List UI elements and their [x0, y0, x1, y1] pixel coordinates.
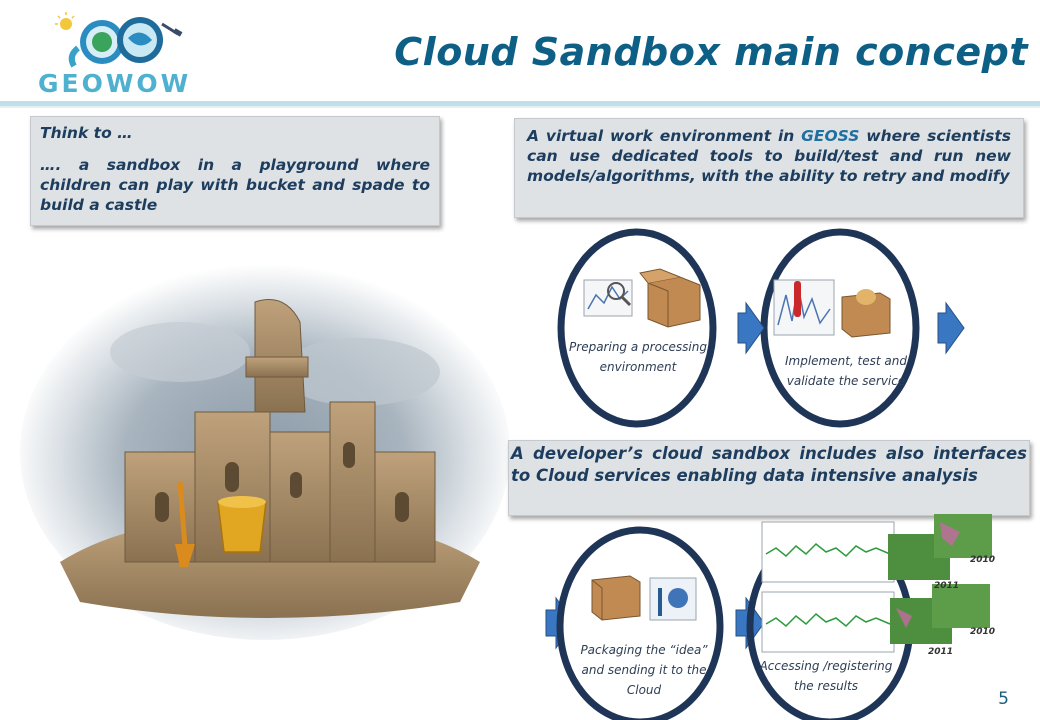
developer-text: A developer’s cloud sandbox includes als…	[511, 444, 1027, 486]
upload-to-cloud-icon	[649, 577, 697, 621]
results-chart-thumbnails	[761, 521, 895, 653]
step-label-implement-1: Implement, test and	[785, 354, 907, 368]
step-label-prepare-1: Preparing a processing	[569, 340, 707, 354]
step-label-accessing-2: the results	[794, 679, 858, 693]
arrow-right-icon	[737, 301, 765, 355]
chart-thermometer-icon	[773, 279, 835, 336]
virtual-text-start: A virtual work environment in	[527, 127, 802, 145]
box-icon	[639, 268, 701, 328]
year-label: 2011	[928, 647, 953, 657]
page-number: 5	[998, 689, 1009, 709]
step-label-implement-2: validate the service	[787, 374, 906, 388]
step-label-packaging-3: Cloud	[627, 683, 662, 697]
package-icon	[591, 575, 641, 621]
think-text: …. a sandbox in a playground where child…	[40, 156, 430, 215]
process-diagram-top: Preparing a processing environment Imple…	[557, 228, 965, 428]
open-box-icon	[841, 289, 891, 338]
think-heading: Think to …	[40, 124, 133, 142]
satellite-image-thumbnails	[888, 514, 992, 644]
logo-text: GEOWOW	[38, 69, 191, 98]
analysis-tools-icon	[583, 279, 633, 317]
arrow-right-icon	[937, 301, 965, 355]
think-box: Think to … …. a sandbox in a playground …	[30, 116, 440, 226]
step-label-packaging-2: and sending it to the	[581, 663, 706, 677]
developer-sandbox-box: A developer’s cloud sandbox includes als…	[508, 440, 1030, 516]
step-label-packaging-1: Packaging the “idea”	[580, 643, 708, 657]
step-ring-prepare	[557, 228, 717, 428]
year-label: 2010	[970, 555, 995, 565]
virtual-environment-box: A virtual work environment in GEOSS wher…	[514, 118, 1024, 218]
year-label: 2011	[934, 581, 959, 591]
geoss-highlight: GEOSS	[801, 127, 860, 145]
header-rule-light	[0, 106, 1040, 108]
sandcastle-image	[20, 264, 510, 640]
header-rule	[0, 101, 1040, 106]
step-label-prepare-2: environment	[600, 360, 678, 374]
step-label-accessing-1: Accessing /registering	[759, 659, 893, 673]
virtual-text-end: where scientists can use dedicated tools…	[527, 127, 1011, 186]
year-label: 2010	[970, 627, 995, 637]
geowow-logo: GEOWOW	[38, 12, 191, 98]
page-title: Cloud Sandbox main concept	[394, 30, 1028, 74]
process-diagram-bottom: Packaging the “idea” and sending it to t…	[545, 514, 995, 720]
